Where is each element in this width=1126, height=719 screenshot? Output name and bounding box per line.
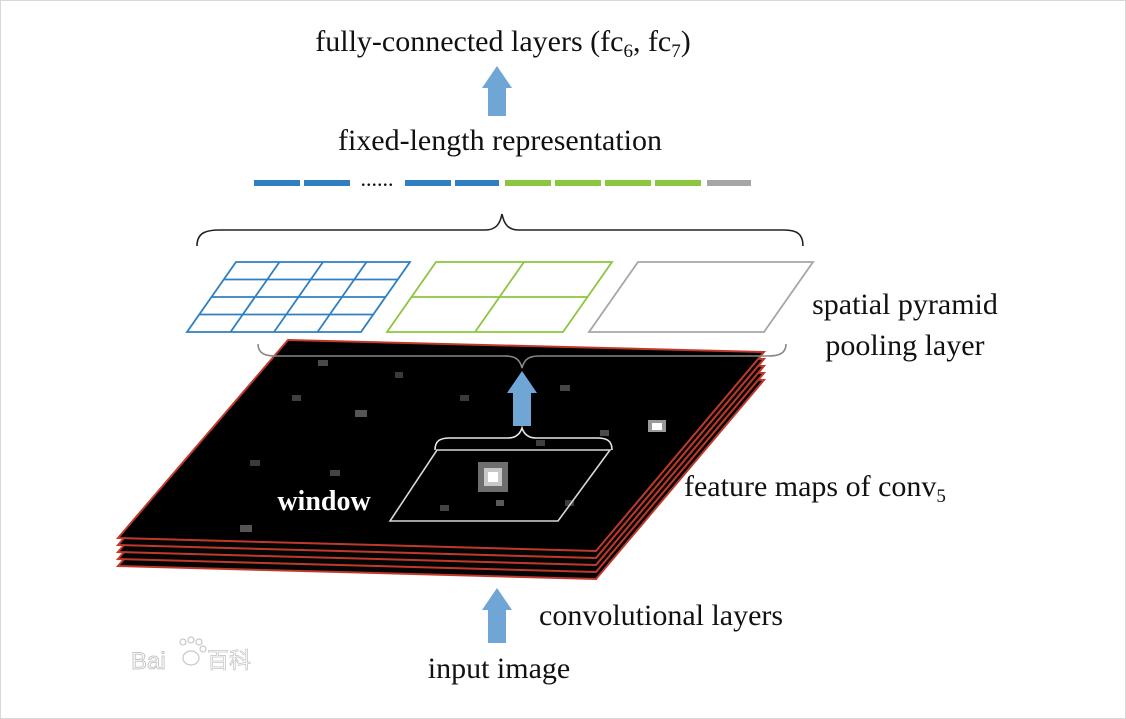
window-region [388,449,612,522]
paw-icon [179,636,207,666]
spp-label-line1: spatial pyramid [812,288,998,321]
conv-layers-label: convolutional layers [539,599,783,632]
vector-ellipsis: ...... [361,166,394,191]
feature-map-top [115,338,767,553]
arrow-up-icon [482,588,512,643]
lower-brace [257,343,787,369]
window-label: window [277,486,371,517]
fixed-length-label: fixed-length representation [338,124,662,157]
feature-maps-label: feature maps of conv5 [684,470,946,507]
input-image-label: input image [428,652,570,685]
pooling-grid-4x4 [185,261,412,333]
feature-map-stack: window [115,338,767,581]
arrow-up-icon [482,66,512,116]
arrow-up-icon [507,371,537,426]
watermark-latin: Bai [131,648,166,675]
fc-layers-label: fully-connected layers (fc6, fc7) [315,25,691,62]
activation-spots [240,360,666,532]
pooling-grid-2x2 [385,261,614,333]
spp-label-line2: pooling layer [825,329,984,362]
pooling-grid-1x1 [587,261,815,333]
watermark-cjk: 百科 [207,649,251,674]
baidu-watermark: Bai 百科 [131,636,251,676]
upper-brace [196,213,804,247]
window-brace [434,425,613,451]
